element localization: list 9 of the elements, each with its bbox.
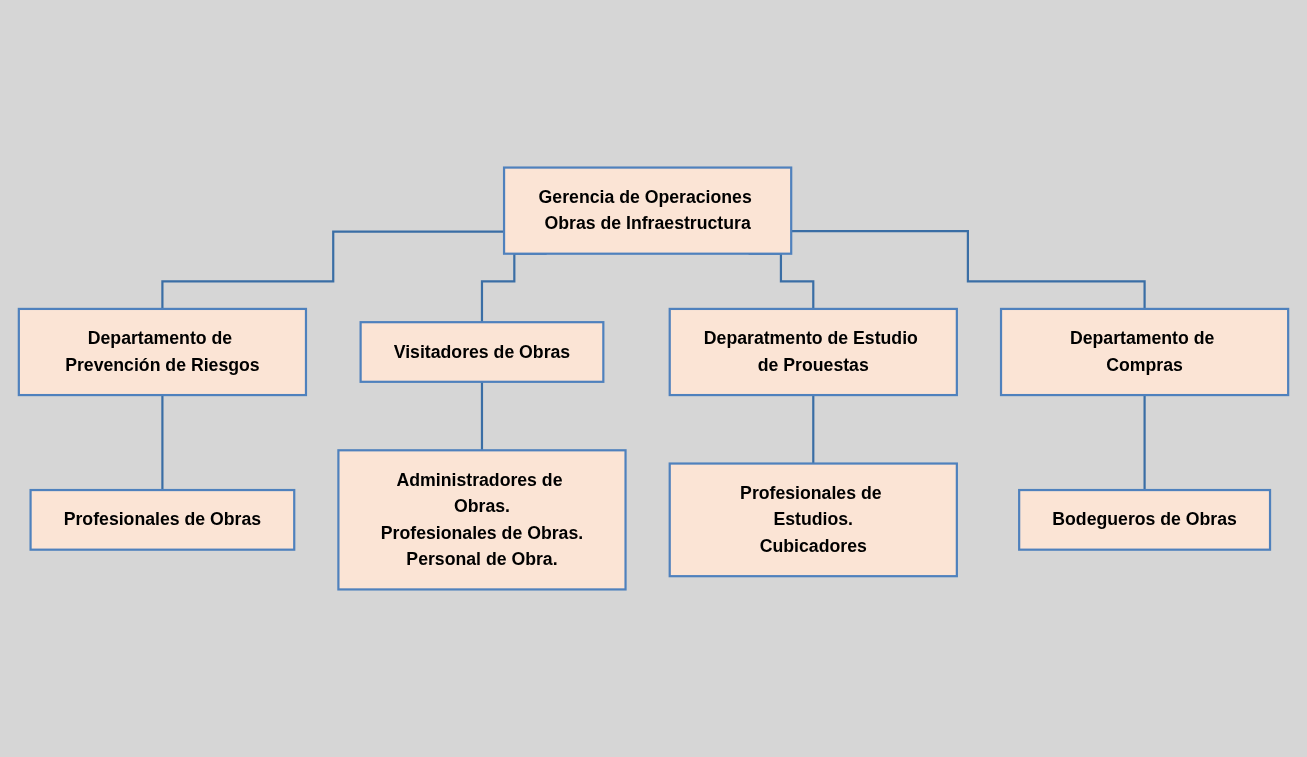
node-box: Visitadores de Obras xyxy=(359,321,605,383)
node-box: Departamento de Prevención de Riesgos xyxy=(17,307,308,397)
node-box: Profesionales de Obras xyxy=(29,488,296,551)
node-box: Deparatmento de Estudio de Prouestas xyxy=(668,307,958,397)
node-box: Profesionales de Estudios. Cubicadores xyxy=(668,462,958,578)
node-box: Departamento de Compras xyxy=(999,307,1290,397)
node-box: Bodegueros de Obras xyxy=(1018,488,1272,551)
node-box: Administradores de Obras. Profesionales de Obras. Personal de Obra. xyxy=(337,449,627,591)
node-box: Gerencia de Operaciones Obras de Infraestructura xyxy=(502,166,793,255)
